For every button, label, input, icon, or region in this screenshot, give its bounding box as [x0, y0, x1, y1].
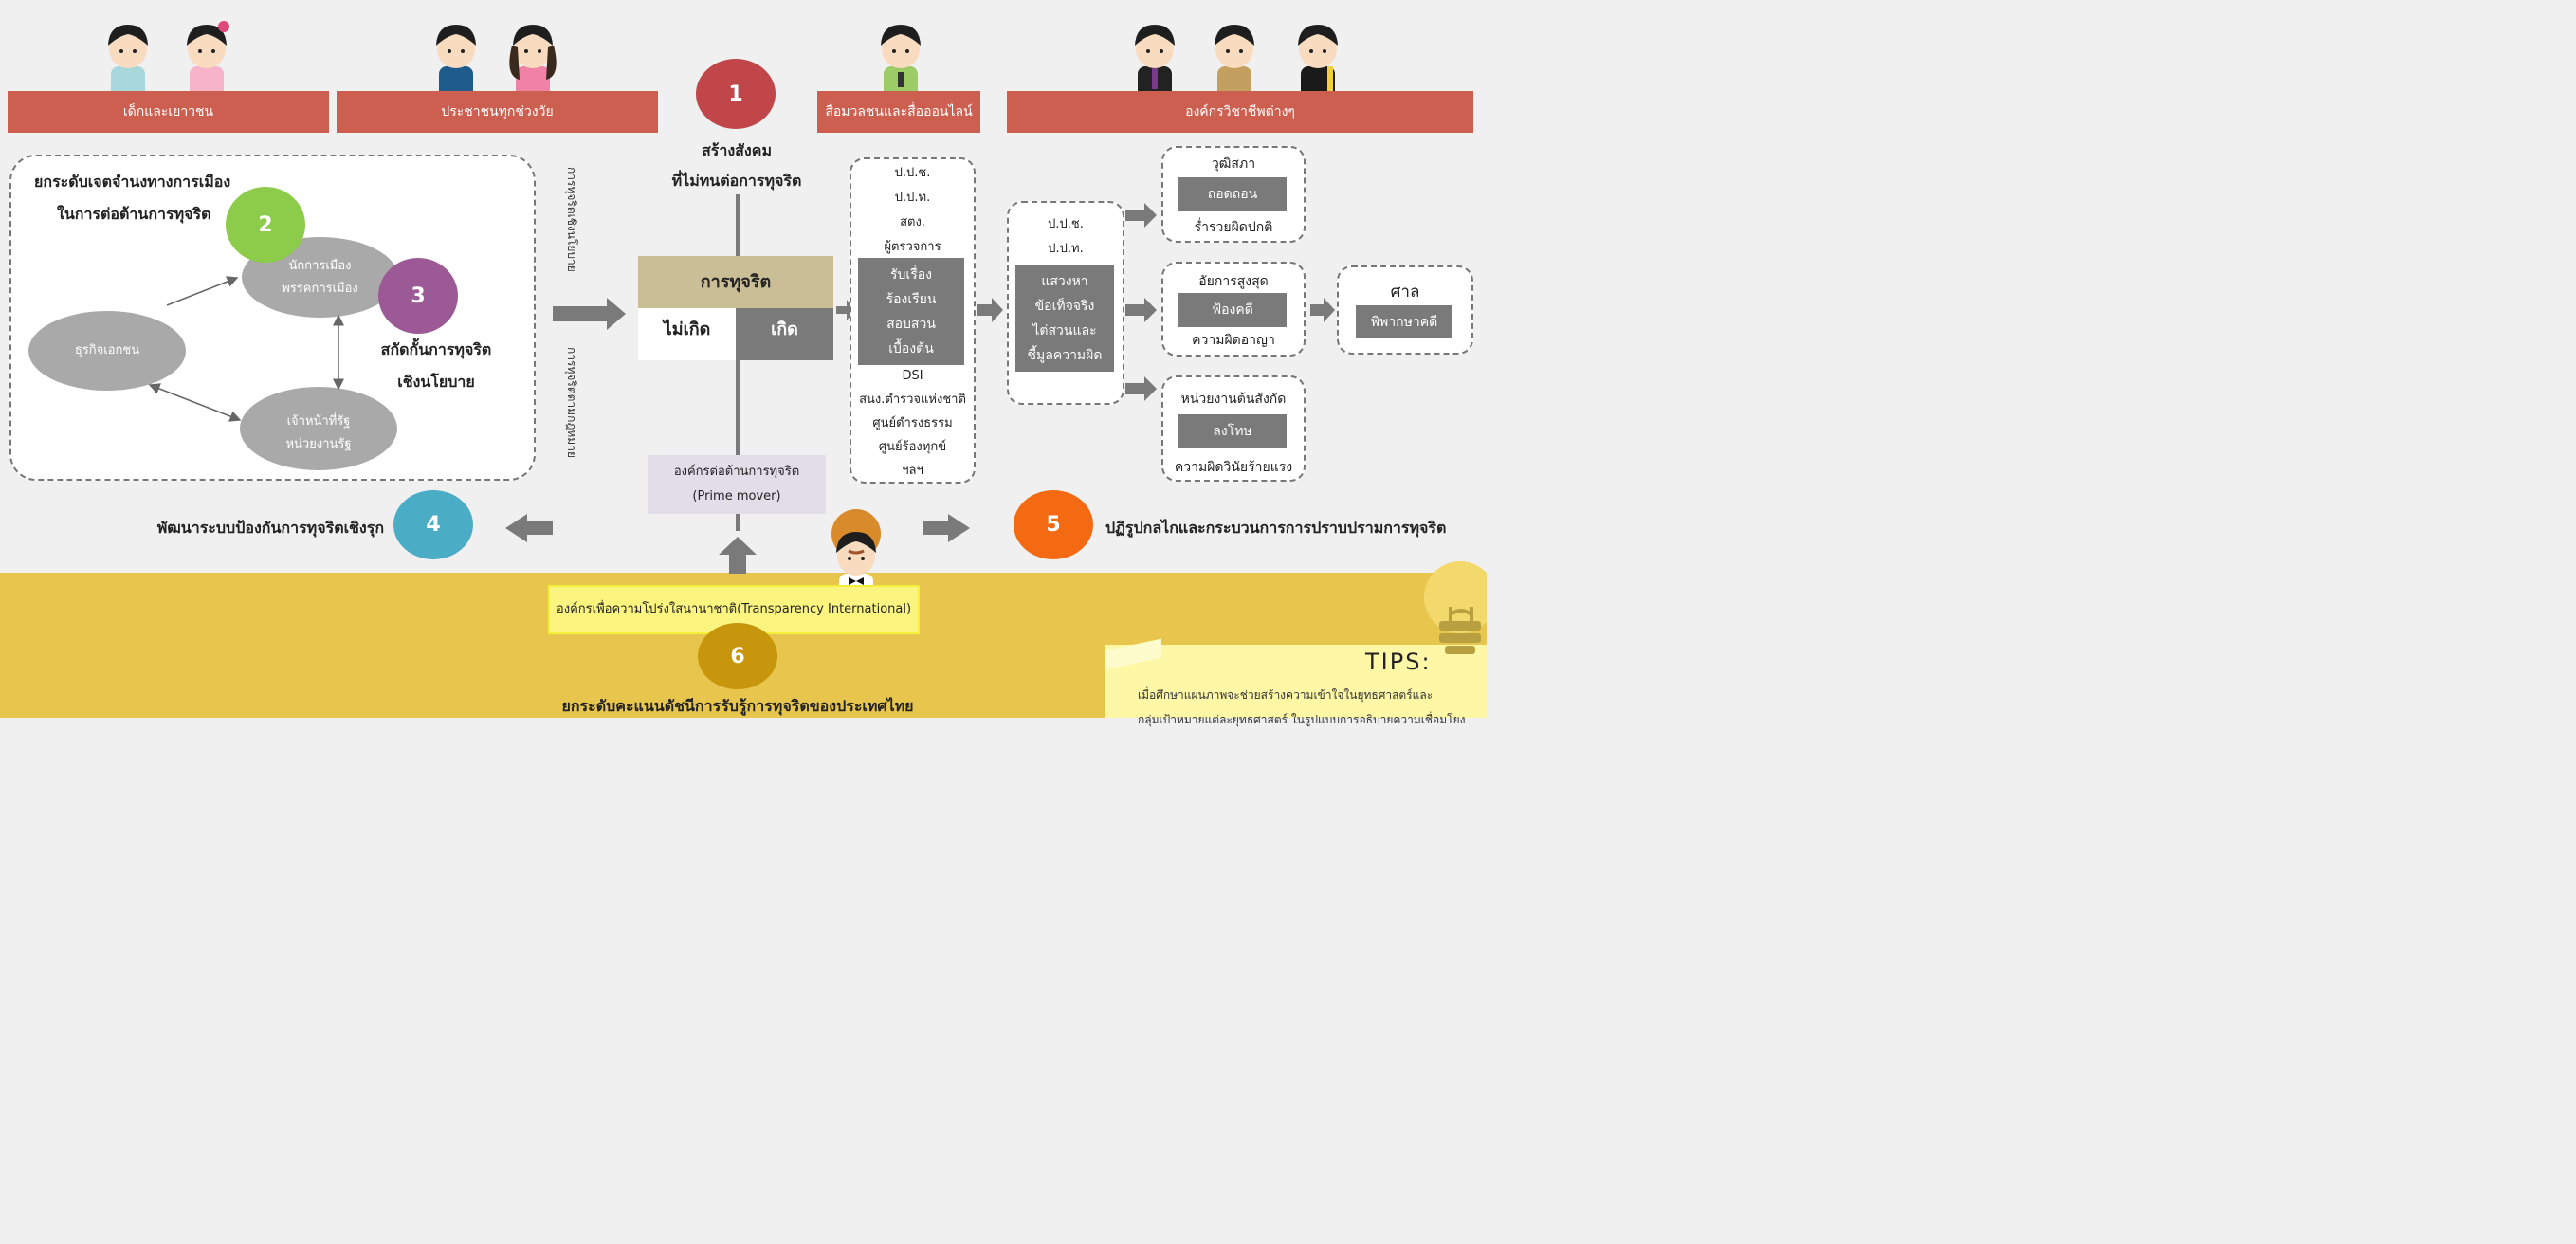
girl-icon	[187, 21, 229, 99]
agency-note: ความผิดวินัยร้ายแรง	[1174, 460, 1293, 475]
corruption-no: ไม่เกิด	[638, 308, 736, 360]
step-3-circle: 3	[378, 258, 458, 334]
step-4-circle: 4	[393, 490, 473, 559]
court-title: ศาล	[1390, 283, 1420, 302]
step-6-circle: 6	[698, 623, 777, 689]
agencies-actions: รับเรื่อง ร้องเรียน สอบสวน เบื้องต้น	[858, 258, 964, 365]
legal-corruption-label: การทุจริตตามกฎหมาย	[565, 347, 578, 458]
senate-title: วุฒิสภา	[1211, 156, 1256, 172]
policy-corruption-label: การทุจริตเชิงนโยบาย	[565, 167, 578, 272]
step-1-title: สร้างสังคม ที่ไม่ทนต่อการทุจริต	[671, 141, 802, 190]
step-2-title: ยกระดับเจตจำนงทางการเมือง ในการต่อต้านกา…	[34, 173, 231, 223]
tips-text: เมื่อศึกษาแผนภาพจะช่วยสร้างความเข้าใจในย…	[1138, 688, 1466, 726]
court-action: พิพากษาคดี	[1356, 305, 1452, 338]
step-3-title: สกัดกั้นการทุจริต เชิงนโยบาย	[380, 340, 492, 391]
corruption-yes: เกิด	[736, 308, 833, 360]
step-2-circle: 2	[226, 187, 305, 263]
investigate-actions: แสวงหา ข้อเท็จจริง ไต่สวนและ ชี้มูลความผ…	[1015, 265, 1114, 372]
banner-youth: เด็กและเยาวชน	[8, 91, 329, 133]
agencies-bottom: DSI สนง.ตำรวจแห่งชาติ ศูนย์ดำรงธรรม ศูนย…	[859, 369, 966, 478]
agencies-top: ป.ป.ช. ป.ป.ท. สตง. ผู้ตรวจการ	[884, 166, 941, 254]
agency-title: หน่วยงานต้นสังกัด	[1180, 392, 1287, 407]
banner-professional: องค์กรวิชาชีพต่างๆ	[1007, 91, 1473, 133]
tips-title: TIPS:	[1365, 649, 1432, 675]
lightbulb-icon	[1424, 561, 1487, 654]
step-4-title: พัฒนาระบบป้องกันการทุจริตเชิงรุก	[156, 519, 384, 537]
prosecutor-title: อัยการสูงสุด	[1198, 274, 1269, 289]
senate-action: ถอดถอน	[1178, 177, 1287, 211]
judge-icon	[1135, 25, 1175, 99]
business-ellipse: ธุรกิจเอกชน	[28, 311, 186, 391]
investigate-top: ป.ป.ช. ป.ป.ท.	[1048, 217, 1084, 256]
banner-media: สื่อมวลชนและสื่อออนไลน์	[817, 91, 980, 133]
prime-mover-box: องค์กรต่อต้านการทุจริต (Prime mover)	[648, 455, 826, 514]
tips-panel	[1105, 645, 1487, 718]
banner-public: ประชาชนทุกช่วงวัย	[337, 91, 658, 133]
reporter-icon	[881, 25, 921, 99]
step-5-circle: 5	[1014, 490, 1093, 559]
prosecutor-note: ความผิดอาญา	[1192, 333, 1275, 348]
prosecutor-action: ฟ้องคดี	[1178, 293, 1287, 327]
official-ellipse: เจ้าหน้าที่รัฐ หน่วยงานรัฐ	[240, 387, 397, 470]
corruption-title: การทุจริต	[638, 256, 833, 308]
mascot-icon	[831, 509, 881, 606]
step-5-title: ปฏิรูปกลไกและกระบวนการการปราบปรามการทุจร…	[1105, 519, 1447, 537]
agency-action: ลงโทษ	[1178, 414, 1287, 448]
senate-note: ร่ำรวยผิดปกติ	[1194, 220, 1273, 235]
step-6-title: ยกระดับคะแนนดัชนีการรับรู้การทุจริตของปร…	[561, 697, 914, 715]
graduate-icon	[1298, 25, 1338, 99]
step-1-circle: 1	[696, 59, 776, 129]
woman-icon	[509, 25, 557, 99]
